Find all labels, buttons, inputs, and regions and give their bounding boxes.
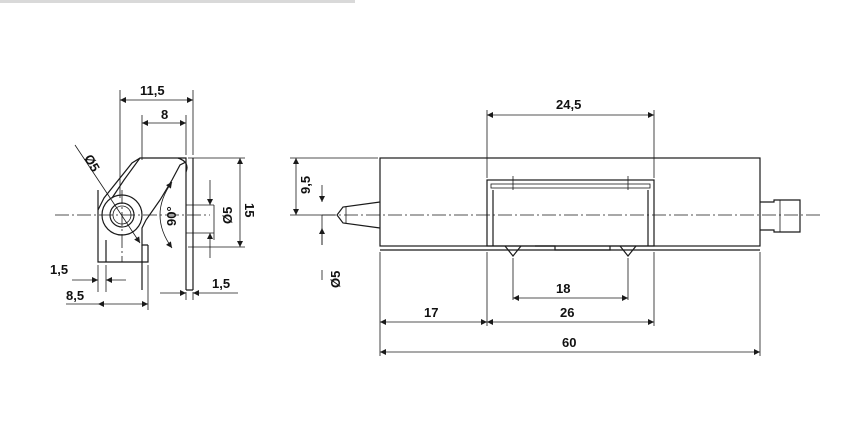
dim-clip-width: 24,5: [556, 97, 581, 112]
slot-lines: [186, 204, 214, 234]
pin-left: [336, 201, 381, 229]
dim-front-pin-diameter: Ø5: [328, 271, 343, 288]
dim-total-length: 60: [562, 335, 576, 350]
dim-side-height: 15: [242, 203, 257, 217]
dim-slot-diameter: Ø5: [220, 207, 235, 224]
front-view: 24,5 9,5 Ø5 18 17 26 60: [290, 97, 822, 356]
side-view-inner-wall: [105, 158, 194, 291]
hinge-clip-top-edge: [490, 183, 651, 189]
dim-side-width-inner: 8: [161, 107, 168, 122]
dim-body-width: 26: [560, 305, 574, 320]
dim-front-height: 9,5: [298, 176, 313, 194]
pin-right: [760, 199, 801, 233]
angle-arc: [159, 181, 173, 249]
dim-offset: 17: [424, 305, 438, 320]
side-view-fillet: [177, 157, 188, 173]
dim-wall-left: 1,5: [50, 262, 68, 277]
dim-side-width-top: 11,5: [140, 83, 165, 98]
front-extension-lines: [290, 110, 761, 356]
dim-hole-diameter-left: Ø5: [81, 152, 103, 175]
hinge-body: [379, 157, 761, 247]
dim-notch-width: 18: [556, 281, 570, 296]
side-view-slope: [97, 157, 141, 211]
side-extension-lines: [97, 90, 245, 310]
leader-hole-diameter: [74, 144, 141, 244]
clip-notch: [504, 245, 637, 257]
hinge-clip: [486, 179, 655, 247]
dim-side-bottom-width: 8,5: [66, 288, 84, 303]
top-divider-bar: [0, 0, 355, 3]
side-view: 11,5 8 Ø5 90° Ø5 15 1,5 8,5 1,5: [50, 83, 257, 310]
dim-angle: 90°: [164, 206, 179, 226]
dim-wall-right: 1,5: [212, 276, 230, 291]
